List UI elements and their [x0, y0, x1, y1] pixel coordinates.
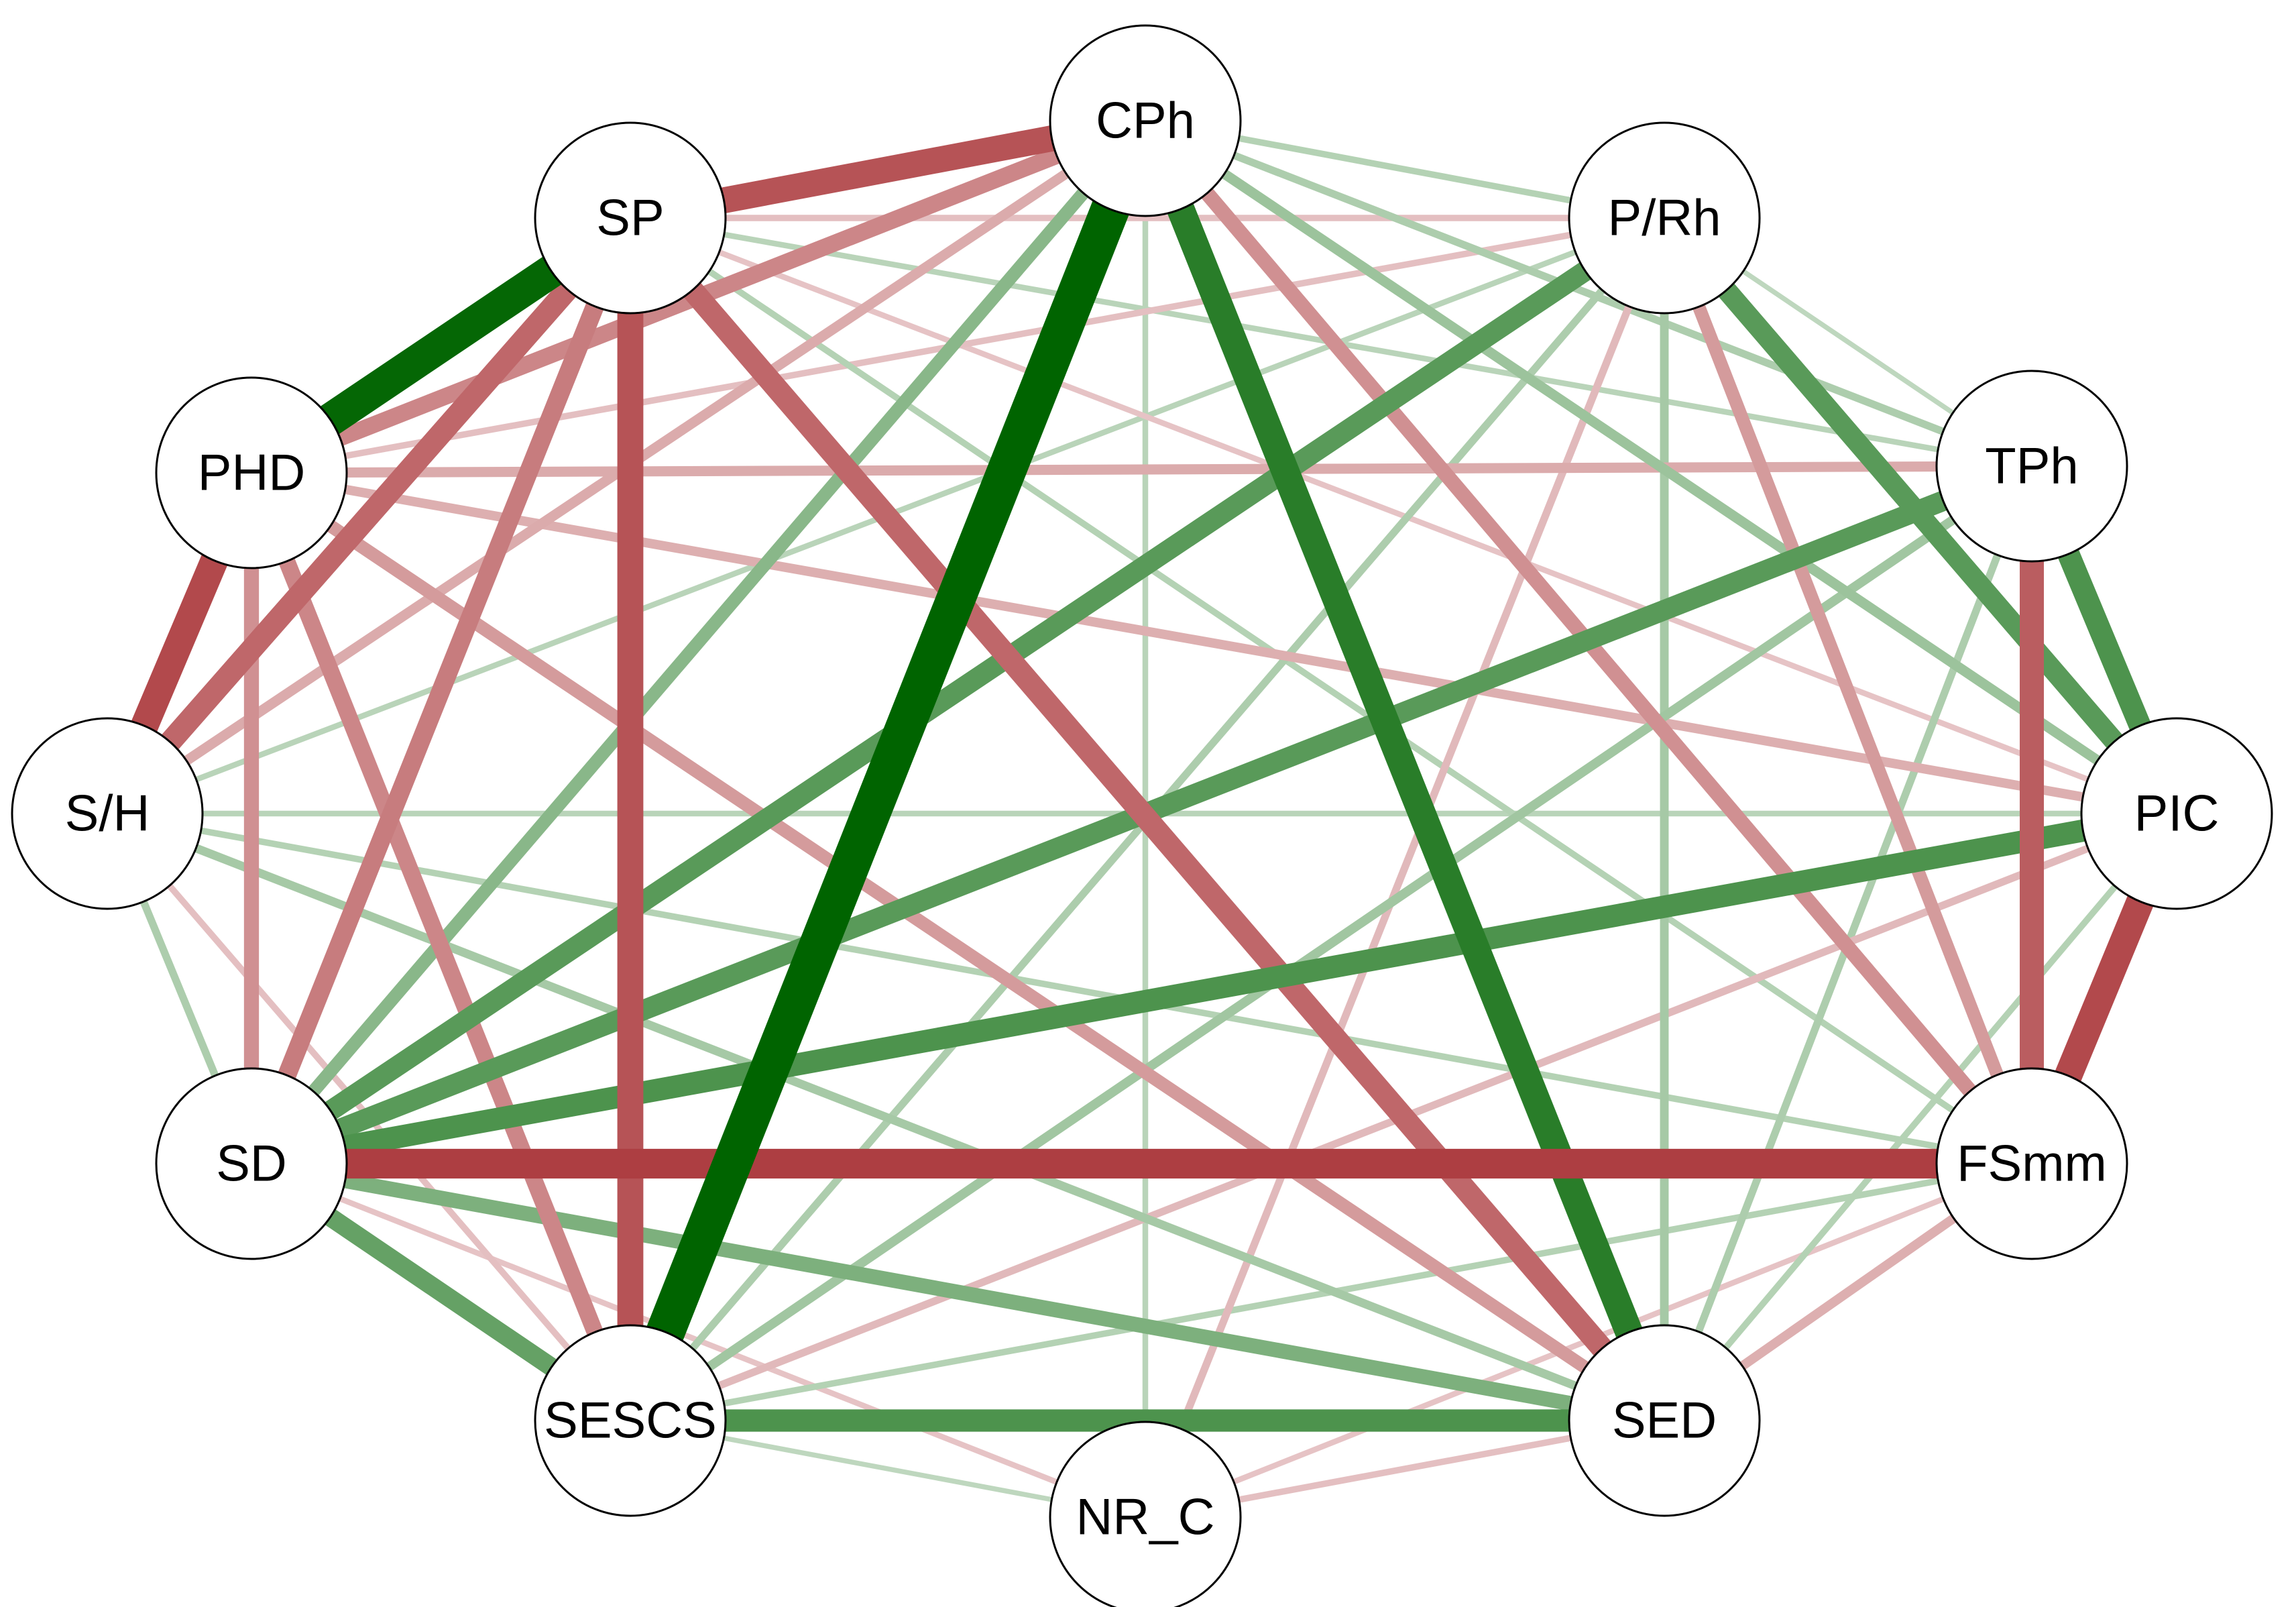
- edge-layer: [94, 107, 2190, 1520]
- node-label: SP: [596, 190, 664, 247]
- edge-sp-sed: [622, 211, 1673, 1428]
- node-label: FSmm: [1957, 1135, 2107, 1193]
- edge-p-rh-pic: [1656, 211, 2185, 820]
- node-label: PIC: [2134, 785, 2220, 842]
- edge-p-rh-nr-c: [1141, 216, 1668, 1519]
- edge-phd-tph: [251, 461, 2032, 478]
- node-fsmm: FSmm: [1935, 1067, 2128, 1260]
- node-label: SESCS: [544, 1392, 717, 1449]
- node-nr-c: NR_C: [1049, 1421, 1242, 1607]
- edge-sd-cph: [246, 116, 1151, 1168]
- node-circle: [1568, 121, 1761, 315]
- node-label: S/H: [65, 785, 150, 842]
- node-label: TPh: [1985, 438, 2078, 495]
- node-circle: [1049, 1421, 1242, 1607]
- edge-p-rh-fsmm: [1658, 215, 2039, 1166]
- edge-cph-pic: [1142, 116, 2180, 818]
- node-pic: PIC: [2080, 717, 2273, 910]
- edge-tph-sescs: [628, 462, 2034, 1425]
- node-phd: PHD: [155, 376, 348, 569]
- edge-cph-tph: [1143, 117, 2034, 470]
- edge-phd-sed: [247, 467, 1668, 1427]
- node-circle: [534, 1324, 727, 1517]
- node-p-rh: P/Rh: [1568, 121, 1761, 315]
- edge-pic-sed: [1662, 811, 2179, 1423]
- node-label: PHD: [198, 445, 305, 502]
- node-circle: [11, 717, 204, 910]
- edge-sd-sp: [243, 214, 639, 1168]
- node-circle: [534, 121, 727, 315]
- node-label: NR_C: [1076, 1489, 1215, 1546]
- edge-sd-p-rh: [245, 209, 1670, 1172]
- edge-sp-fsmm: [628, 215, 2034, 1166]
- node-circle: [1935, 370, 2128, 563]
- node-sescs: SESCS: [534, 1324, 727, 1517]
- node-label: P/Rh: [1608, 190, 1721, 247]
- node-s-h: S/H: [11, 717, 204, 910]
- edge-s-h-sed: [105, 809, 1666, 1425]
- node-label: CPh: [1096, 93, 1195, 150]
- node-circle: [1935, 1067, 2128, 1260]
- node-circle: [1568, 1324, 1761, 1517]
- edge-sd-sed: [250, 1156, 1666, 1428]
- node-label: SED: [1612, 1392, 1717, 1449]
- edge-phd-sescs: [243, 469, 638, 1424]
- edge-phd-pic: [250, 468, 2178, 818]
- edge-s-h-sp: [99, 211, 639, 821]
- node-sp: SP: [534, 121, 727, 315]
- node-label: SD: [216, 1135, 287, 1193]
- node-circle: [1049, 24, 1242, 217]
- node-sd: SD: [155, 1067, 348, 1260]
- node-circle: [2080, 717, 2273, 910]
- node-circle: [155, 1067, 348, 1260]
- edge-cph-sescs: [612, 113, 1163, 1428]
- node-cph: CPh: [1049, 24, 1242, 217]
- edge-cph-sed: [1132, 115, 1678, 1426]
- node-sed: SED: [1568, 1324, 1761, 1517]
- node-tph: TPh: [1935, 370, 2128, 563]
- edge-s-h-fsmm: [107, 810, 2032, 1167]
- edge-sd-pic: [249, 802, 2179, 1175]
- node-circle: [155, 376, 348, 569]
